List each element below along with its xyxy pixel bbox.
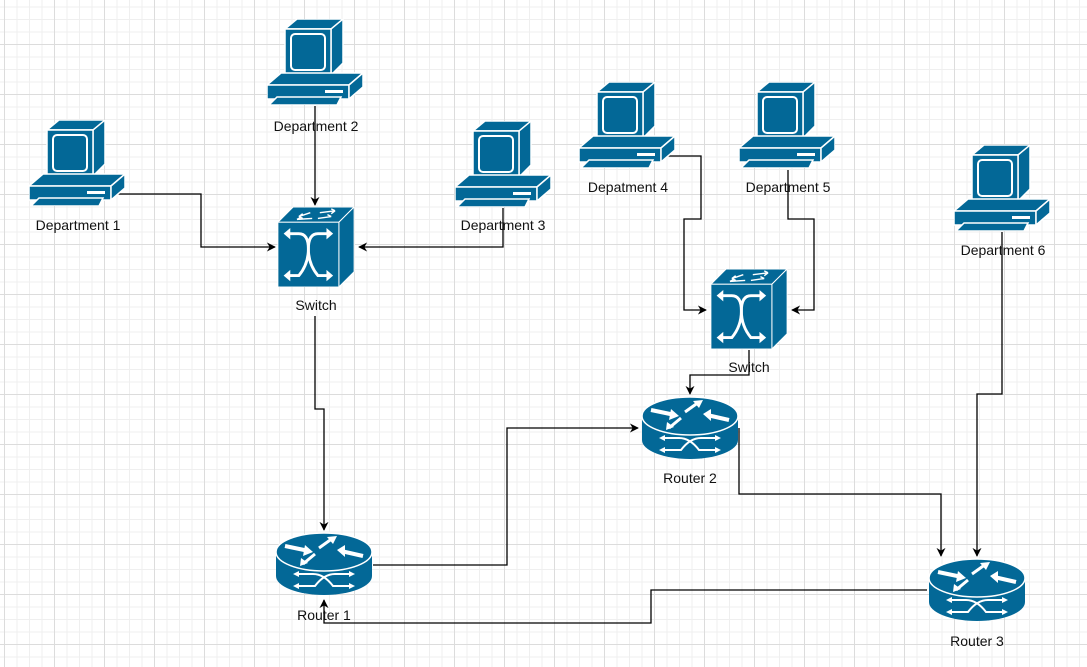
switch-icon	[276, 207, 356, 287]
edge-dept4-switch2[interactable]	[660, 155, 707, 315]
label-router2: Router 2	[663, 470, 717, 486]
router-icon	[928, 558, 1026, 622]
node-switch1[interactable]	[276, 207, 356, 287]
router-icon	[641, 396, 739, 460]
label-switch1: Switch	[295, 297, 337, 313]
label-dept6: Department 6	[960, 242, 1046, 258]
node-dept4[interactable]	[579, 82, 675, 168]
label-dept5: Department 5	[745, 179, 831, 195]
router-icon	[275, 532, 373, 596]
switch-icon	[709, 269, 789, 349]
edge-dept1-switch1[interactable]	[114, 193, 276, 252]
label-dept1: Department 1	[35, 217, 121, 233]
node-dept5[interactable]	[739, 82, 835, 168]
edge-dept5-switch2[interactable]	[787, 170, 815, 315]
label-router3: Router 3	[950, 633, 1004, 649]
node-router2[interactable]	[641, 396, 739, 460]
edge-dept3-switch1[interactable]	[358, 208, 504, 252]
computer-icon	[954, 145, 1050, 231]
node-dept6[interactable]	[954, 145, 1050, 231]
computer-icon	[267, 19, 363, 105]
computer-icon	[29, 120, 125, 206]
edge-switch1-router1[interactable]	[314, 316, 329, 531]
computer-icon	[739, 82, 835, 168]
label-dept3: Department 3	[460, 217, 546, 233]
node-dept3[interactable]	[455, 121, 551, 207]
node-dept2[interactable]	[267, 19, 363, 105]
label-router1: Router 1	[297, 607, 351, 623]
edge-switch2-router2[interactable]	[685, 350, 750, 395]
label-dept4: Depatment 4	[587, 179, 669, 195]
label-switch2: Switch	[728, 359, 770, 375]
edge-dept6-router3[interactable]	[972, 232, 1003, 557]
computer-icon	[579, 82, 675, 168]
edge-router1-router2[interactable]	[373, 423, 639, 566]
label-dept2: Department 2	[273, 118, 359, 134]
node-switch2[interactable]	[709, 269, 789, 349]
node-dept1[interactable]	[29, 120, 125, 206]
node-router3[interactable]	[928, 558, 1026, 622]
edge-router2-router3[interactable]	[738, 428, 946, 557]
computer-icon	[455, 121, 551, 207]
edges	[114, 106, 1003, 624]
node-router1[interactable]	[275, 532, 373, 596]
edge-router3-router1[interactable]	[319, 589, 927, 624]
